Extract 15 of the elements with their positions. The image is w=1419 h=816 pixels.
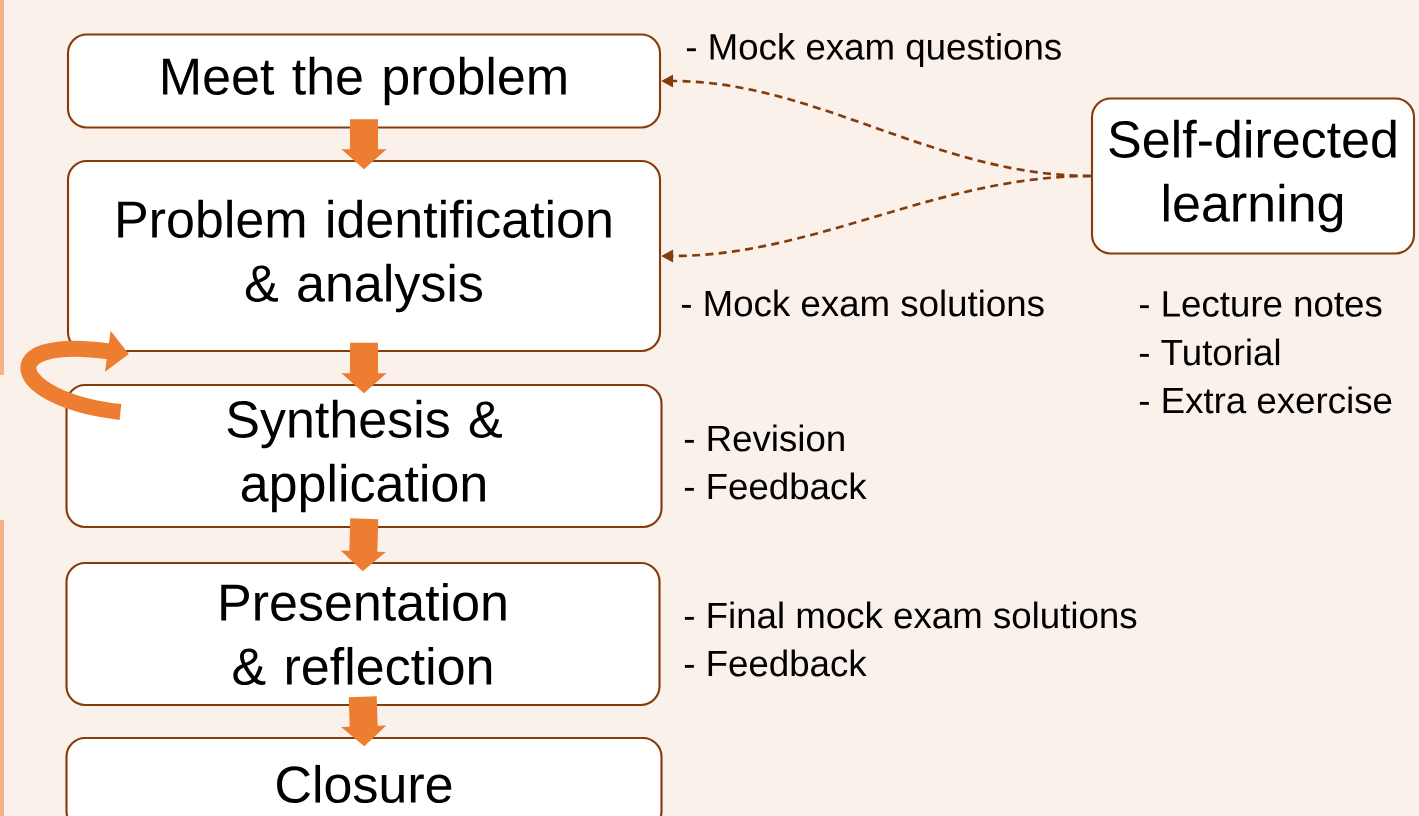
- note-text: - Feedback: [684, 472, 867, 500]
- note-text: - Mock exam questions: [686, 32, 1061, 68]
- process-box: Synthesis & application: [65, 383, 663, 529]
- note-text: - Mock exam solutions: [681, 289, 1044, 317]
- process-box: Meet the problem: [66, 33, 662, 129]
- process-box: Closure: [65, 736, 663, 816]
- note-text: - Revision: [684, 424, 844, 452]
- note-text: - Feedback: [684, 649, 867, 677]
- note-text: - Final mock exam solutions: [684, 601, 1137, 629]
- note-text: - Lecture notes: [1139, 291, 1382, 317]
- process-box: Problem identification & analysis: [66, 159, 662, 353]
- process-box: Presentation & reflection: [65, 561, 661, 707]
- note-text: - Tutorial: [1139, 338, 1280, 366]
- note-text: - Extra exercise: [1139, 386, 1392, 414]
- process-box: Self-directed learning: [1090, 97, 1416, 255]
